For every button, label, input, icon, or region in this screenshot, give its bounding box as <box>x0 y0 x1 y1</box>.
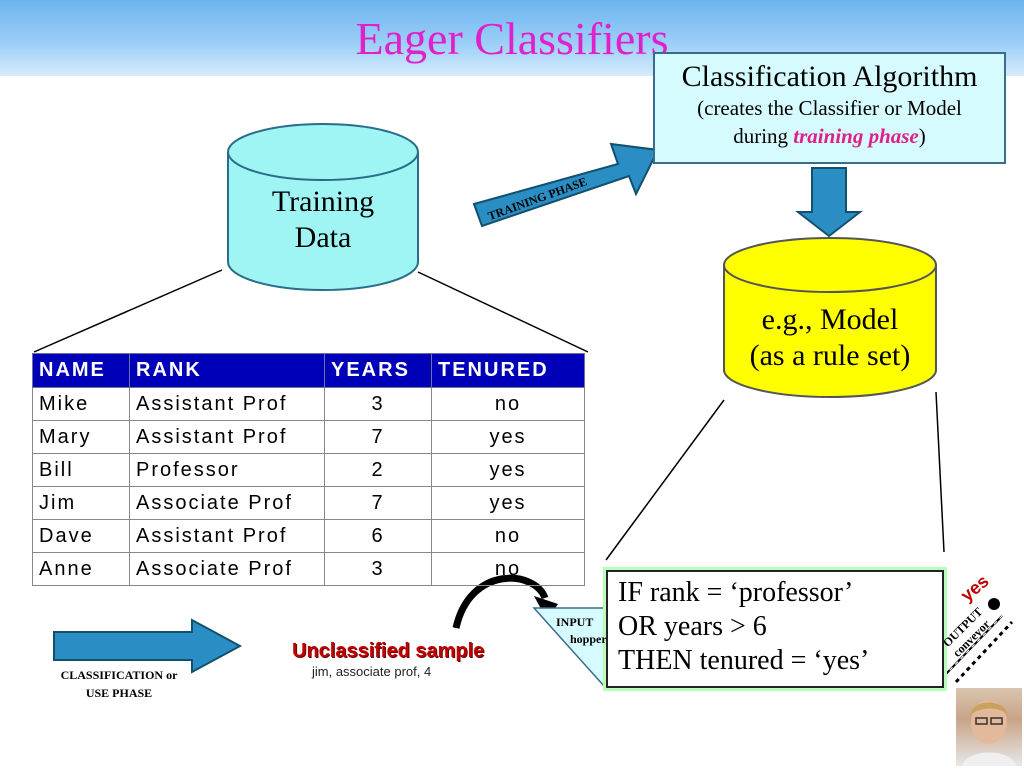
training-phase-arrow <box>472 142 660 228</box>
training-data-line1: Training <box>271 185 375 218</box>
cell-name: Dave <box>32 519 130 553</box>
input-line1: INPUT <box>556 615 594 629</box>
header-years: YEARS <box>324 353 432 388</box>
cell-years: 7 <box>324 420 432 454</box>
table-row: Mike Assistant Prof 3 no <box>32 387 585 421</box>
cell-tenured: no <box>431 387 585 421</box>
training-data-cylinder <box>227 123 419 291</box>
classification-algorithm-box: Classification Algorithm (creates the Cl… <box>653 52 1006 164</box>
sample-record: jim, associate prof, 4 <box>312 664 432 679</box>
down-arrow <box>795 167 863 238</box>
cell-name: Mary <box>32 420 130 454</box>
model-connector-left <box>605 399 725 561</box>
model-cylinder <box>723 237 937 398</box>
rule-line2: OR years > 6 <box>618 611 767 642</box>
cell-rank: Associate Prof <box>129 486 325 520</box>
classification-arrow <box>53 618 243 674</box>
presenter-portrait <box>956 688 1022 766</box>
portrait-icon <box>962 700 1016 766</box>
model-label: e.g., Model (as a rule set) <box>724 302 936 374</box>
cell-rank: Assistant Prof <box>129 519 325 553</box>
cell-years: 2 <box>324 453 432 487</box>
cell-name: Anne <box>32 552 130 586</box>
slide-title: Eager Classifiers <box>355 13 669 64</box>
training-data-line2: Data <box>294 221 352 254</box>
cell-name: Jim <box>32 486 130 520</box>
cell-name: Mike <box>32 387 130 421</box>
classification-line2: USE PHASE <box>85 686 153 700</box>
algorithm-description: (creates the Classifier or Model during … <box>655 94 1004 150</box>
cell-rank: Associate Prof <box>129 552 325 586</box>
cell-rank: Assistant Prof <box>129 387 325 421</box>
rule-line1: IF rank = ‘professor’ <box>618 577 854 608</box>
classification-phase-label: CLASSIFICATION or USE PHASE <box>44 666 194 702</box>
classification-line1: CLASSIFICATION or <box>60 668 178 682</box>
cell-rank: Assistant Prof <box>129 420 325 454</box>
algorithm-desc-line1: (creates the Classifier or Model <box>697 96 962 120</box>
algorithm-title: Classification Algorithm <box>681 60 978 93</box>
rule-line3: THEN tenured = ‘yes’ <box>618 645 870 676</box>
rule-set-box: IF rank = ‘professor’ OR years > 6 THEN … <box>606 570 944 688</box>
cell-years: 3 <box>324 387 432 421</box>
algorithm-desc-emphasis: training phase <box>793 124 919 148</box>
header-rank: RANK <box>129 353 325 388</box>
input-line2: hopper <box>570 632 607 646</box>
connector-line-left <box>33 269 223 353</box>
model-line2: (as a rule set) <box>749 339 911 372</box>
table-row: Mary Assistant Prof 7 yes <box>32 420 585 454</box>
table-header-row: NAME RANK YEARS TENURED <box>32 353 585 388</box>
cell-tenured: no <box>431 519 585 553</box>
cell-name: Bill <box>32 453 130 487</box>
model-connector-right <box>935 391 945 553</box>
table-row: Bill Professor 2 yes <box>32 453 585 487</box>
cell-years: 7 <box>324 486 432 520</box>
table-row: Jim Associate Prof 7 yes <box>32 486 585 520</box>
model-line1: e.g., Model <box>761 303 899 336</box>
unclassified-sample-label: Unclassified sample <box>292 640 485 662</box>
cell-tenured: yes <box>431 453 585 487</box>
algorithm-desc-line2: during training phase) <box>655 122 1004 150</box>
header-name: NAME <box>32 353 130 388</box>
cell-years: 3 <box>324 552 432 586</box>
cell-tenured: yes <box>431 486 585 520</box>
table-row: Anne Associate Prof 3 no <box>32 552 585 586</box>
cell-tenured: yes <box>431 420 585 454</box>
algorithm-desc-suffix: ) <box>918 124 926 148</box>
cell-rank: Professor <box>129 453 325 487</box>
cell-tenured: no <box>431 552 585 586</box>
cell-years: 6 <box>324 519 432 553</box>
output-conveyor <box>943 598 1014 684</box>
input-hopper-label: INPUT hopper <box>556 614 607 648</box>
training-data-table: NAME RANK YEARS TENURED Mike Assistant P… <box>32 353 585 586</box>
header-tenured: TENURED <box>431 353 585 388</box>
algorithm-desc-prefix: during <box>733 124 794 148</box>
table-row: Dave Assistant Prof 6 no <box>32 519 585 553</box>
training-data-label: Training Data <box>228 184 418 256</box>
connector-line-right <box>417 271 589 353</box>
